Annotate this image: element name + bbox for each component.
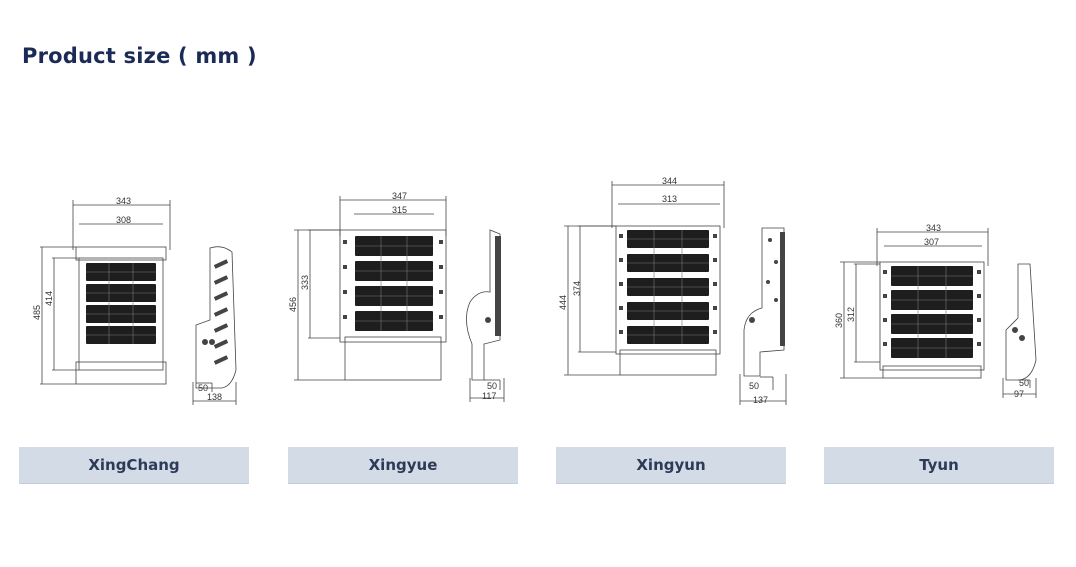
tyun-side-depth: 97 [1014, 389, 1024, 399]
product-xingchang-drawing: 343 308 485 414 50 138 [0, 0, 260, 420]
page-title: Product size ( mm ) [22, 44, 257, 68]
xingyue-inner-width: 315 [392, 205, 407, 215]
tyun-total-height: 360 [834, 313, 844, 328]
xingyue-dimension-drawing: 347 315 456 333 50 117 [288, 191, 505, 402]
xingyun-dimension-drawing: 344 313 444 374 50 137 [558, 176, 787, 405]
xingyun-side-base: 50 [749, 381, 759, 391]
xingchang-side-depth: 138 [207, 392, 222, 402]
xingchang-total-height: 485 [32, 305, 42, 320]
product-xingyue-drawing: 347 315 456 333 50 117 [0, 0, 530, 420]
xingyue-outer-width: 347 [392, 191, 407, 201]
xingyun-inner-width: 313 [662, 194, 677, 204]
xingyun-side-depth: 137 [753, 395, 768, 405]
xingyun-inner-height: 374 [572, 281, 582, 296]
product-tyun-drawing: 343 307 360 312 50 97 [834, 223, 1037, 399]
xingchang-side-base: 50 [198, 383, 208, 393]
tyun-side-base: 50 [1019, 378, 1029, 388]
xingyue-total-height: 456 [288, 297, 298, 312]
product-label-tyun: Tyun [824, 447, 1054, 484]
xingyue-inner-height: 333 [300, 275, 310, 290]
xingchang-outer-width: 343 [116, 196, 131, 206]
product-label-xingyue: Xingyue [288, 447, 518, 484]
xingyue-side-base: 50 [487, 381, 497, 391]
xingyue-side-depth: 117 [482, 391, 496, 401]
tyun-outer-width: 343 [926, 223, 941, 233]
tyun-inner-width: 307 [924, 237, 939, 247]
xingchang-inner-height: 414 [44, 291, 54, 306]
product-label-xingchang: XingChang [19, 447, 249, 484]
product-label-xingyun: Xingyun [556, 447, 786, 484]
xingchang-dimension-drawing: 343 308 485 414 50 138 [32, 196, 237, 405]
xingyun-total-height: 444 [558, 295, 568, 310]
tyun-inner-height: 312 [846, 307, 856, 322]
xingchang-inner-width: 308 [116, 215, 131, 225]
product-xingyun-drawing: 344 313 444 374 50 137 [558, 176, 787, 405]
xingyun-outer-width: 344 [662, 176, 677, 186]
tyun-dimension-drawing: 343 307 360 312 50 97 [834, 223, 1037, 399]
